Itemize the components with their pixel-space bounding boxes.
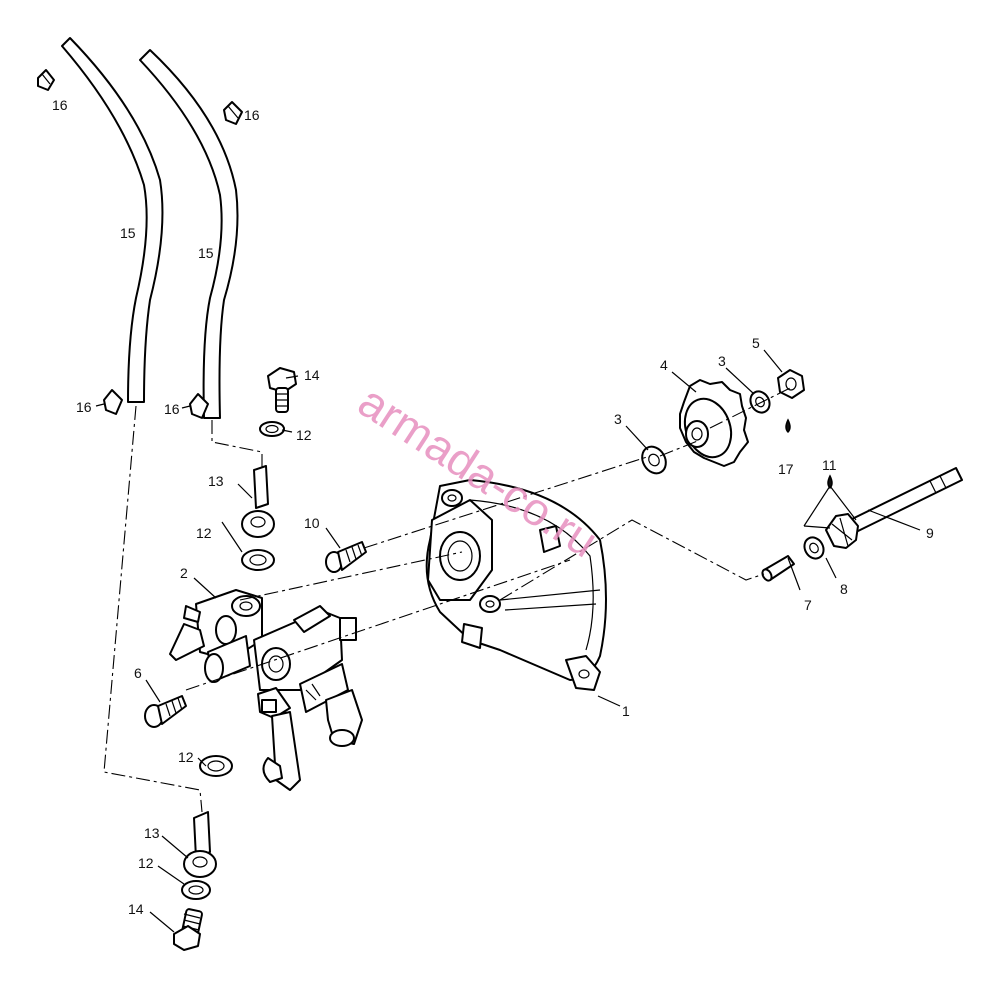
lubricant-drop-17 xyxy=(785,418,791,434)
clip-16-mid-right xyxy=(189,393,209,419)
callout-16-a: 16 xyxy=(52,97,68,113)
callout-13-b: 13 xyxy=(144,825,160,841)
washer-12-upper xyxy=(259,421,285,437)
callout-6: 6 xyxy=(134,665,142,681)
callout-14-a: 14 xyxy=(304,367,320,383)
callout-13-a: 13 xyxy=(208,473,224,489)
callout-9: 9 xyxy=(926,525,934,541)
pin-7 xyxy=(761,555,795,582)
washer-12-lower xyxy=(181,880,211,900)
callout-12-a: 12 xyxy=(296,427,312,443)
callout-17: 17 xyxy=(778,461,794,477)
washer-3-right xyxy=(749,390,771,414)
banjo-fitting-13-lower xyxy=(183,811,217,878)
callout-16-d: 16 xyxy=(164,401,180,417)
callout-15-a: 15 xyxy=(120,225,136,241)
gear-4 xyxy=(679,379,749,467)
callout-7: 7 xyxy=(804,597,812,613)
washer-12-mid xyxy=(241,549,275,571)
callout-10: 10 xyxy=(304,515,320,531)
nut-5 xyxy=(777,369,805,399)
banjo-bolt-14-upper xyxy=(267,367,297,413)
bolt-10 xyxy=(325,541,367,573)
callout-12-c: 12 xyxy=(178,749,194,765)
callout-5: 5 xyxy=(752,335,760,351)
banjo-bolt-14-lower xyxy=(173,908,203,951)
pump-body-2 xyxy=(169,589,363,791)
callout-12-d: 12 xyxy=(138,855,154,871)
callout-3-left: 3 xyxy=(614,411,622,427)
clip-16-top-left xyxy=(37,69,55,91)
callout-3-right: 3 xyxy=(718,353,726,369)
clip-16-top-right xyxy=(223,101,243,125)
washer-8 xyxy=(803,536,825,560)
callout-leaders xyxy=(95,349,921,933)
callout-1: 1 xyxy=(622,703,630,719)
bolt-6 xyxy=(144,695,187,728)
callout-numbers: 1 2 3 3 4 5 6 7 8 9 10 11 12 12 12 12 13… xyxy=(52,97,934,917)
lubricant-drop-11 xyxy=(827,474,833,490)
callout-11: 11 xyxy=(822,457,837,473)
callout-12-b: 12 xyxy=(196,525,212,541)
callout-15-b: 15 xyxy=(198,245,214,261)
callout-4: 4 xyxy=(660,357,668,373)
tube-right xyxy=(139,49,239,419)
banjo-fitting-13-upper xyxy=(241,465,275,538)
callout-2: 2 xyxy=(180,565,188,581)
clip-16-mid-left xyxy=(103,389,123,415)
callout-8: 8 xyxy=(840,581,848,597)
assembly-lines xyxy=(103,387,791,813)
pump-cover-1 xyxy=(425,479,607,691)
tube-left xyxy=(61,37,164,403)
callout-16-c: 16 xyxy=(76,399,92,415)
washer-12-lower-upper xyxy=(199,755,233,777)
shaft-9 xyxy=(825,467,963,549)
callout-14-b: 14 xyxy=(128,901,144,917)
washer-3-left xyxy=(641,445,667,475)
callout-16-b: 16 xyxy=(244,107,260,123)
